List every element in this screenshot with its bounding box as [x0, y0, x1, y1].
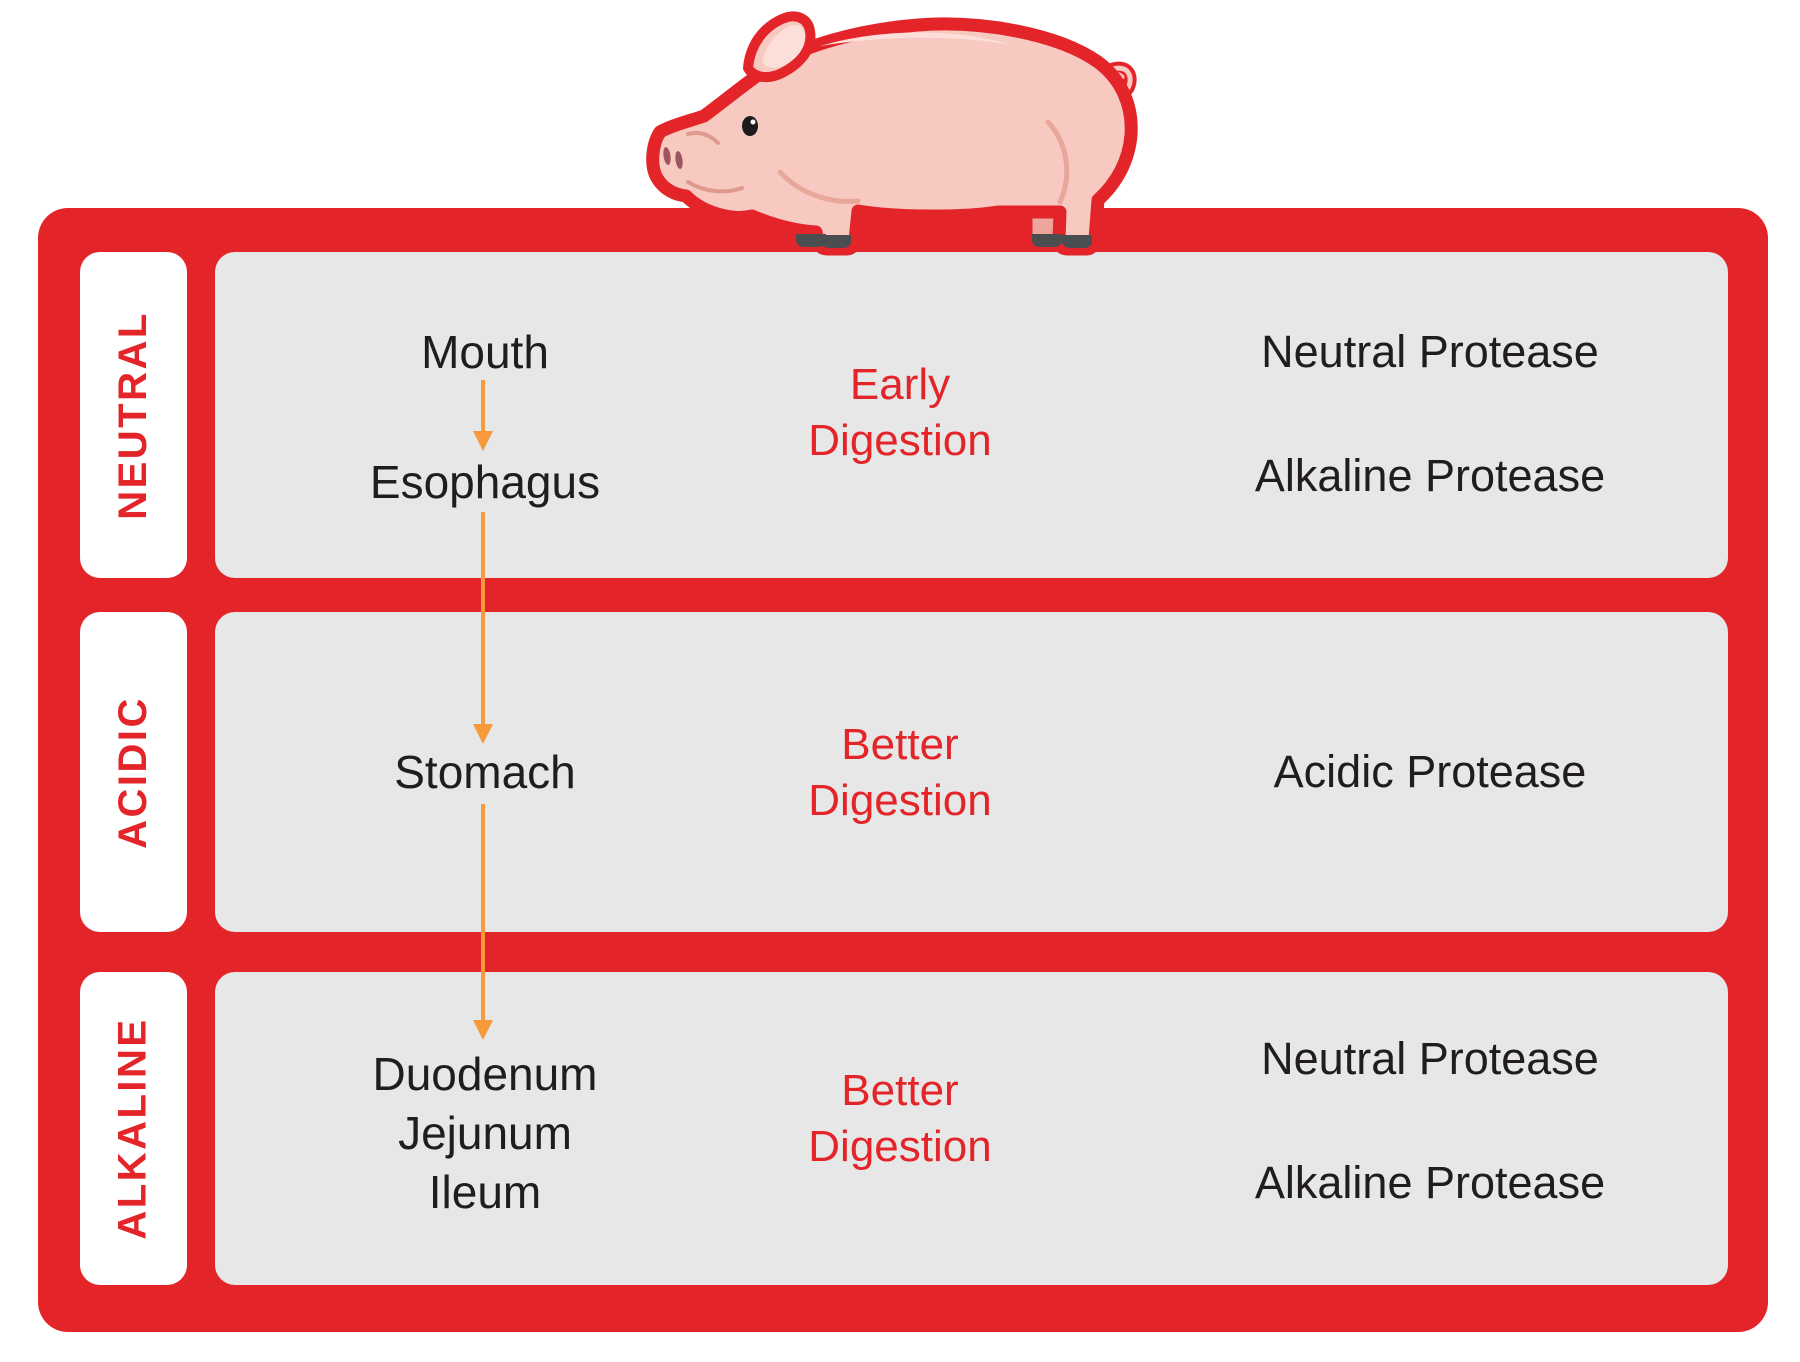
organ-esophagus: Esophagus: [369, 456, 601, 508]
organ-small-intestine: Duodenum Jejunum Ileum: [240, 1045, 730, 1222]
panel-acidic: [215, 612, 1728, 932]
digestion-better-row3-line1: Better: [841, 1066, 959, 1115]
ph-label-neutral-text: NEUTRAL: [111, 310, 155, 520]
ph-label-alkaline-text: ALKALINE: [111, 1017, 155, 1240]
panel-neutral: [215, 252, 1728, 578]
protease-neutral-row1: Neutral Protease: [1261, 326, 1599, 377]
ph-label-alkaline: ALKALINE: [80, 972, 187, 1285]
protease-acidic: Acidic Protease: [1273, 746, 1587, 797]
protease-alkaline-row1: Alkaline Protease: [1254, 450, 1606, 501]
ph-label-acidic-text: ACIDIC: [111, 695, 155, 849]
organ-jejunum: Jejunum: [398, 1107, 572, 1159]
organ-ileum: Ileum: [428, 1166, 542, 1218]
digestion-better-row3-line2: Digestion: [808, 1122, 992, 1171]
protease-alkaline-row3: Alkaline Protease: [1254, 1157, 1606, 1208]
organ-duodenum: Duodenum: [372, 1048, 598, 1100]
panel-alkaline: [215, 972, 1728, 1285]
pig-icon: [646, 11, 1138, 256]
ph-label-acidic: ACIDIC: [80, 612, 187, 932]
ph-label-neutral: NEUTRAL: [80, 252, 187, 578]
digestion-better-row2-line2: Digestion: [808, 776, 992, 825]
digestion-early-line2: Digestion: [808, 416, 992, 465]
organ-mouth: Mouth: [421, 326, 549, 378]
protease-neutral-row3: Neutral Protease: [1261, 1033, 1599, 1084]
organ-stomach: Stomach: [394, 746, 576, 798]
digestion-better-row2-line1: Better: [841, 720, 959, 769]
digestion-early-line1: Early: [849, 360, 951, 409]
